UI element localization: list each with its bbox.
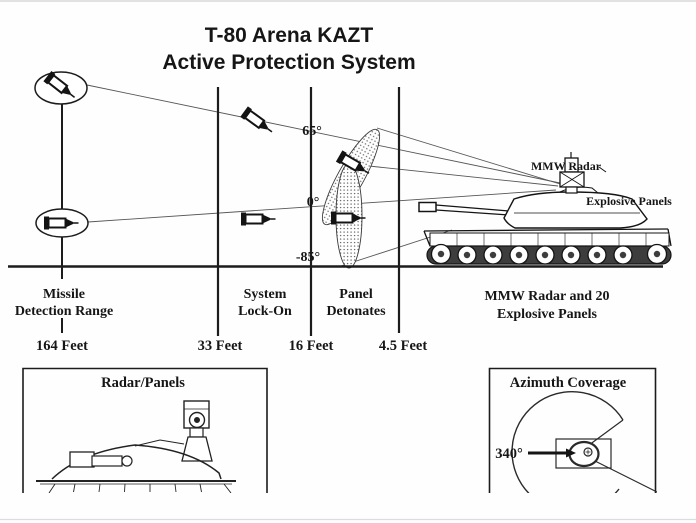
range-marker-lines (216, 87, 401, 336)
feet-label-lockon: 33 Feet (198, 338, 243, 354)
radar-panels-sketch (36, 400, 236, 493)
tank-side-view (418, 152, 672, 265)
page-title-line-1: T-80 Arena KAZT (205, 24, 374, 47)
missile-icon (240, 211, 277, 227)
angle-label-65: 65° (302, 124, 322, 139)
angle-label-neg85: -85° (296, 250, 320, 265)
feet-label-detection: 164 Feet (36, 338, 88, 354)
scale-label-lockon-2: Lock-On (238, 304, 292, 319)
turret (503, 191, 648, 229)
inset-azimuth-title: Azimuth Coverage (510, 375, 627, 391)
road-wheels (430, 243, 668, 265)
explosive-panels-label: Explosive Panels (586, 194, 672, 208)
mmw-radar-mast (559, 152, 585, 194)
scale-label-panels-2: Explosive Panels (497, 307, 598, 322)
feet-label-panels: 4.5 Feet (379, 338, 427, 354)
scale-label-panels-1: MMW Radar and 20 (484, 289, 609, 304)
inset-radar-panels-title: Radar/Panels (101, 375, 185, 391)
gun-muzzle (418, 201, 437, 213)
scale-label-detonate-1: Panel (339, 287, 373, 302)
azimuth-coverage-sketch (511, 391, 657, 493)
feet-label-detonate: 16 Feet (289, 338, 334, 354)
inset-azimuth-box (488, 367, 657, 493)
azimuth-angle-label: 340° (495, 446, 523, 462)
scale-label-detonate-2: Detonates (326, 304, 386, 319)
side-skirt (429, 232, 670, 247)
angle-label-0: 0° (307, 195, 320, 210)
mmw-radar-label: MMW Radar (531, 159, 602, 173)
azimuth-arrowhead (566, 448, 576, 458)
missile-icon (239, 105, 277, 139)
azimuth-arc (511, 391, 624, 493)
scale-label-lockon-1: System (244, 287, 287, 302)
scale-label-detection-2: Detection Range (15, 304, 113, 319)
scale-label-detection-1: Missile (43, 287, 85, 302)
radar-leader-dash (598, 166, 607, 173)
inset-radar-panels-box (22, 367, 268, 493)
page-title-line-2: Active Protection System (162, 51, 415, 74)
